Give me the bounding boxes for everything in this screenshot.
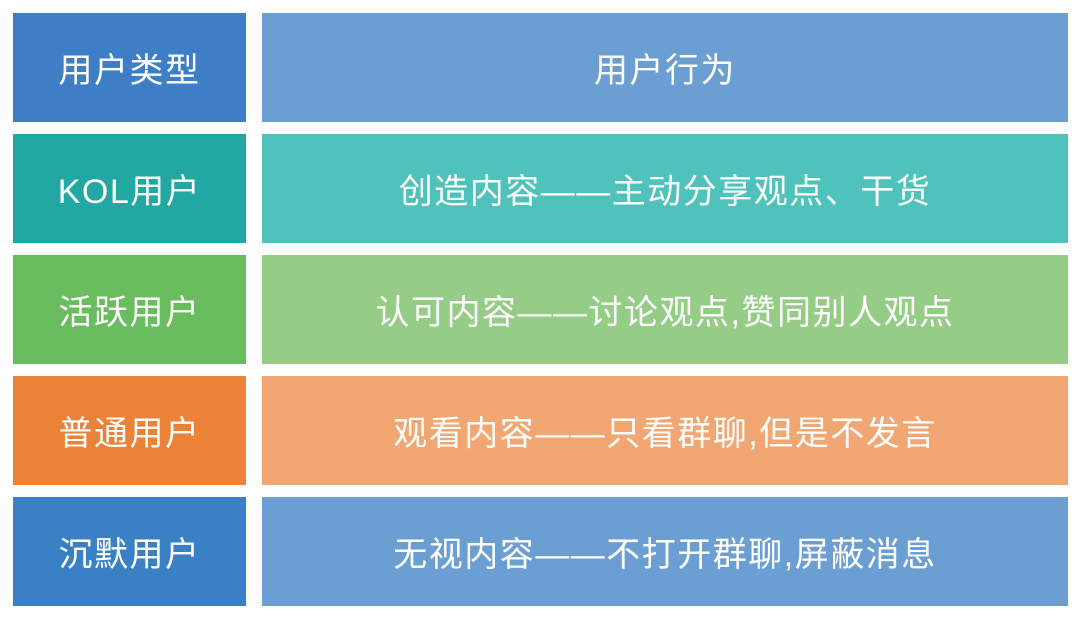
user-type-table: 用户类型 用户行为 KOL用户 创造内容——主动分享观点、干货 活跃用户 认可内… [13,13,1068,606]
row-type-cell: 沉默用户 [13,497,246,606]
table-row-kol: KOL用户 创造内容——主动分享观点、干货 [13,134,1068,243]
row-behavior-cell: 无视内容——不打开群聊,屏蔽消息 [262,497,1068,606]
table-row-active: 活跃用户 认可内容——讨论观点,赞同别人观点 [13,255,1068,364]
row-behavior-cell: 创造内容——主动分享观点、干货 [262,134,1068,243]
table-header-row: 用户类型 用户行为 [13,13,1068,122]
header-behavior-cell: 用户行为 [262,13,1068,122]
header-type-cell: 用户类型 [13,13,246,122]
table-row-ordinary: 普通用户 观看内容——只看群聊,但是不发言 [13,376,1068,485]
row-type-cell: 普通用户 [13,376,246,485]
row-behavior-cell: 观看内容——只看群聊,但是不发言 [262,376,1068,485]
row-type-cell: 活跃用户 [13,255,246,364]
row-behavior-cell: 认可内容——讨论观点,赞同别人观点 [262,255,1068,364]
table-row-silent: 沉默用户 无视内容——不打开群聊,屏蔽消息 [13,497,1068,606]
row-type-cell: KOL用户 [13,134,246,243]
